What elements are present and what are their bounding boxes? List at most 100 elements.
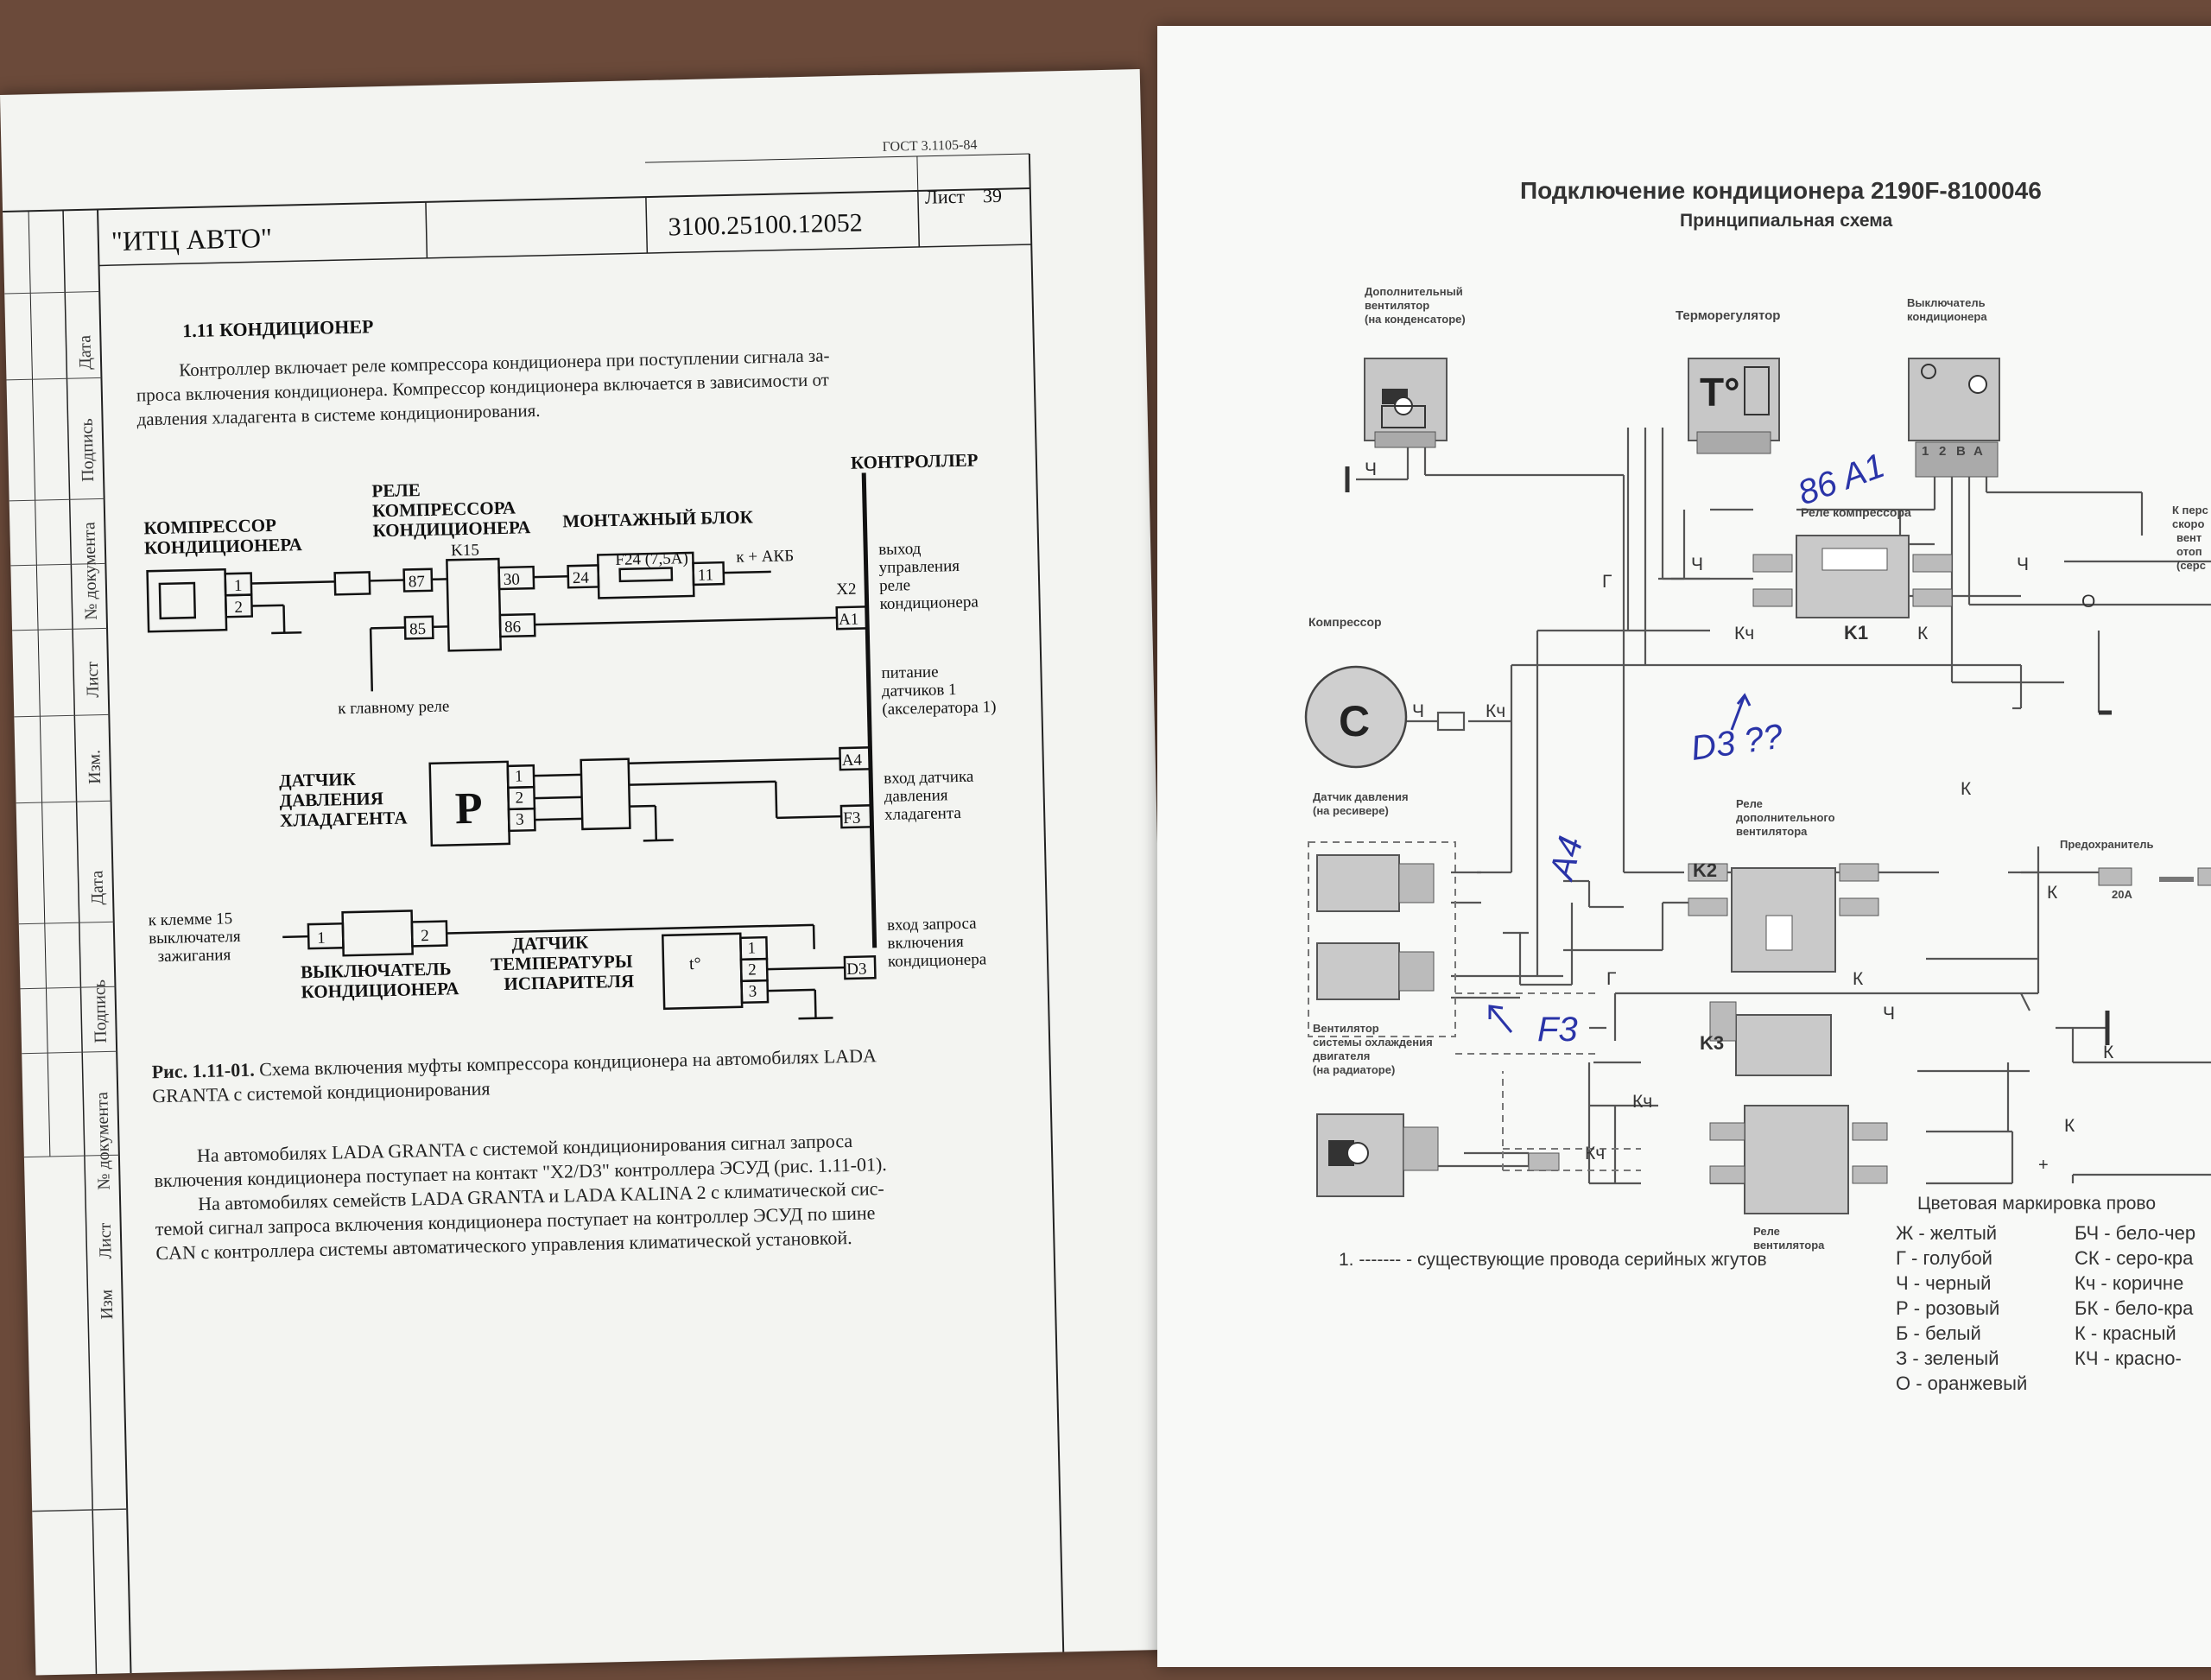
pin-label: 3 [749, 982, 757, 1000]
label-sensor-power: (акселератора 1) [882, 698, 996, 719]
compressor-c-letter: C [1339, 697, 1370, 745]
label-cool-fan: двигателя [1313, 1049, 1370, 1062]
label-cool-fan: (на радиаторе) [1313, 1063, 1395, 1076]
sheet-label: Лист [925, 186, 966, 208]
legend-item: Г - голубой [1896, 1247, 1992, 1269]
wire-label: К [1961, 779, 1972, 799]
label-x2: X2 [836, 580, 857, 599]
wire-label: Ч [1412, 701, 1424, 721]
label-temp-sensor: ИСПАРИТЕЛЯ [504, 971, 634, 994]
pin-label: 85 [409, 620, 426, 638]
components [1306, 358, 2211, 1214]
stamp-label: Подпись [90, 979, 111, 1043]
label-ac-request: вход запроса [887, 915, 978, 935]
pin-label: 87 [409, 573, 425, 591]
switch-pin: 2 [1939, 444, 1946, 459]
label-pressure-sensor: ДАТЧИК [279, 769, 357, 791]
section-title: 1.11 КОНДИЦИОНЕР [182, 315, 374, 341]
pin-label: 24 [573, 569, 590, 587]
stamp-label: Дата [75, 335, 95, 370]
label-klemma: выключателя [149, 928, 241, 948]
relay-k2: K2 [1693, 859, 1717, 881]
wire-label: Кч [1632, 1092, 1652, 1112]
legend-item: Б - белый [1896, 1322, 1981, 1344]
schematic-title: Подключение кондиционера 2190F-8100046 [1520, 177, 2042, 204]
label-extra-fan: Дополнительный [1365, 285, 1463, 298]
label-extra-fan-relay: вентилятора [1736, 825, 1808, 838]
label-controller: КОНТРОЛЛЕР [851, 449, 979, 472]
pin-label: 2 [515, 789, 523, 807]
label-klemma: к клемме 15 [148, 910, 232, 929]
label-klemma: зажигания [157, 946, 231, 966]
switch-pin: 1 [1922, 444, 1929, 459]
label-main-relay: к главному реле [338, 697, 450, 718]
wire-label: Ч [1365, 460, 1377, 479]
label-extra-fan-relay: дополнительного [1736, 811, 1835, 824]
stamp-label: Лист [96, 1222, 116, 1259]
label-pressure-sensor: (на ресивере) [1313, 804, 1389, 817]
label-compressor: Компрессор [1308, 615, 1382, 629]
legend-note: 1. ------- - существующие провода серийн… [1339, 1250, 1767, 1270]
relay-k1: K1 [1844, 622, 1868, 643]
label-pressure-sensor: Датчик давления [1313, 790, 1409, 803]
legend-item: Ж - желтый [1896, 1222, 1997, 1244]
wire-label: Кч [1585, 1144, 1605, 1163]
label-sensor-power: датчиков 1 [882, 681, 957, 701]
label-extra-fan-relay: Реле [1736, 797, 1763, 810]
label-edge-note: отоп [2176, 545, 2202, 558]
relay-k3: K3 [1700, 1032, 1724, 1054]
label-fuse: F24 (7,5A) [615, 549, 688, 569]
sheet-number: 39 [983, 185, 1003, 206]
legend-item: О - оранжевый [1896, 1373, 2027, 1394]
label-edge-note: скоро [2172, 517, 2204, 530]
handwritten-d3: D3 ?? [1688, 717, 1786, 768]
intro-line: давления хладагента в системе кондициони… [136, 400, 540, 430]
label-extra-fan: (на конденсаторе) [1365, 313, 1466, 326]
label-cool-fan: Вентилятор [1313, 1022, 1379, 1035]
label-cool-fan: системы охлаждения [1313, 1036, 1433, 1049]
label-out-ctrl: кондиционера [879, 593, 979, 613]
plus-sign: + [2038, 1156, 2049, 1175]
label-pressure-input: хладагента [884, 804, 962, 824]
pressure-p-letter: P [454, 784, 483, 834]
legend-item: Кч - коричне [2075, 1272, 2183, 1294]
right-schematic-page: Подключение кондиционера 2190F-8100046 П… [1157, 26, 2211, 1667]
wire-label: Ч [2017, 555, 2029, 574]
figure-caption: Рис. 1.11-01. Схема включения муфты комп… [151, 1044, 877, 1082]
label-extra-fan: вентилятор [1365, 299, 1429, 312]
label-fan-relay: Реле [1753, 1225, 1780, 1238]
legend-title: Цветовая маркировка прово [1917, 1194, 2156, 1214]
pin-label: 3 [516, 810, 524, 828]
wire-label: К [1917, 624, 1929, 643]
thermostat-symbol: T° [1700, 370, 1740, 415]
pin-label: 11 [698, 566, 714, 584]
schematic-subtitle: Принципиальная схема [1680, 211, 1893, 231]
stamp-label: Лист [83, 661, 103, 698]
pin-label: 1 [317, 929, 326, 948]
label-pressure-input: давления [884, 786, 948, 806]
figure-caption: GRANTA с системой кондиционирования [152, 1077, 491, 1106]
label-compressor: КОНДИЦИОНЕРА [144, 534, 303, 558]
wire-label: К [2064, 1116, 2075, 1136]
wire-label: Кч [1486, 701, 1505, 721]
right-page-svg: Подключение кондиционера 2190F-8100046 П… [1157, 26, 2211, 1667]
handwritten-a4: A4 [1543, 833, 1591, 885]
label-relay: КОНДИЦИОНЕРА [372, 517, 531, 541]
handwritten-f3: F3 [1537, 1011, 1578, 1049]
label-edge-note: (серс [2176, 559, 2206, 572]
label-out-ctrl: реле [879, 576, 910, 595]
label-ac-request: включения [887, 933, 964, 953]
org-name: "ИТЦ АВТО" [111, 222, 272, 257]
stamp-label: № документа [92, 1092, 114, 1190]
stamp-label: № документа [79, 522, 101, 620]
label-out-ctrl: управления [878, 557, 960, 577]
pin-label: 30 [504, 570, 520, 588]
pin-label: 1 [515, 767, 523, 785]
label-edge-note: вент [2176, 531, 2201, 544]
switch-pin: A [1973, 444, 1983, 459]
label-ac-switch: кондиционера [1907, 310, 1987, 323]
pin-label: D3 [846, 960, 867, 979]
pin-label: 1 [747, 939, 756, 957]
pin-label: 2 [421, 927, 429, 945]
wire-label: Ч [1883, 1004, 1895, 1024]
